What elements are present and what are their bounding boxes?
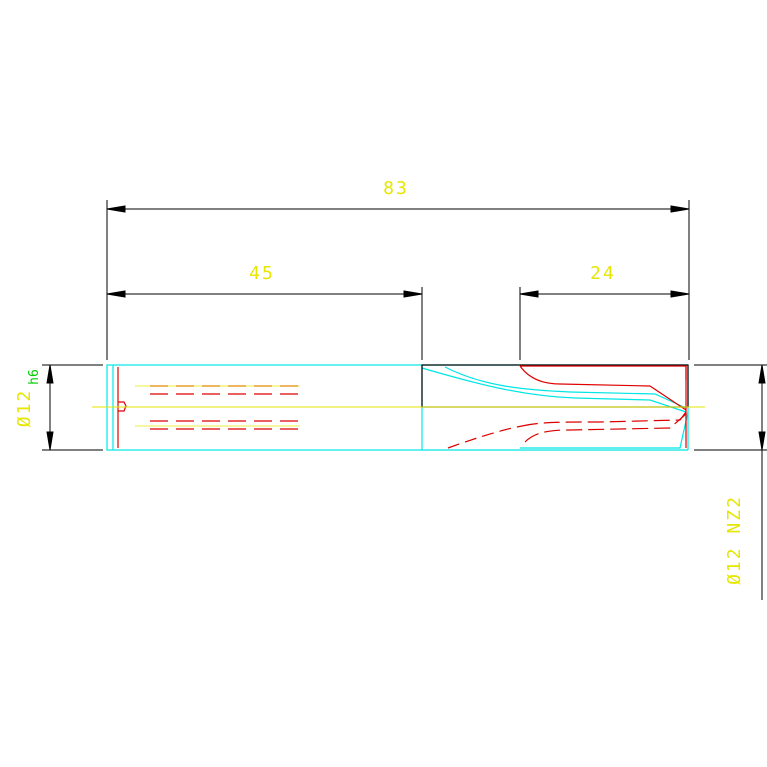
arrow-dia-right-top xyxy=(758,364,766,384)
flute-hidden-curve-lower-1 xyxy=(447,425,523,449)
dim-text-overall: 83 xyxy=(383,178,409,199)
flute-curve-upper-1 xyxy=(444,366,687,409)
arrow-shank-left xyxy=(106,290,126,298)
flute-hidden-curve-lower-2 xyxy=(521,411,687,427)
arrow-flute-left xyxy=(519,290,539,298)
arrow-dia-left-bottom xyxy=(46,431,54,451)
arrow-shank-right xyxy=(403,290,423,298)
flute-hidden-curve-lower-3 xyxy=(524,413,687,443)
dim-text-cutting-diameter: Ø12 NZ2 xyxy=(724,495,745,585)
arrow-dia-left-top xyxy=(46,364,54,384)
dim-text-flute: 24 xyxy=(590,263,616,284)
arrow-overall-left xyxy=(106,205,126,213)
flute-curve-lower xyxy=(520,411,689,449)
arrow-flute-right xyxy=(670,290,690,298)
dim-text-shank: 45 xyxy=(249,263,275,284)
arrow-dia-right-bottom xyxy=(758,431,766,451)
dim-text-shank-diameter: Ø12 xyxy=(14,389,35,428)
flute-hidden-top xyxy=(520,365,687,380)
arrow-overall-right xyxy=(670,205,690,213)
flute-curve-upper-2 xyxy=(421,367,687,413)
dimension-lines xyxy=(42,200,767,600)
flute-hidden-curve-top xyxy=(519,365,687,411)
dim-text-shank-tolerance: h6 xyxy=(27,369,42,385)
center-point-mark xyxy=(118,401,127,412)
